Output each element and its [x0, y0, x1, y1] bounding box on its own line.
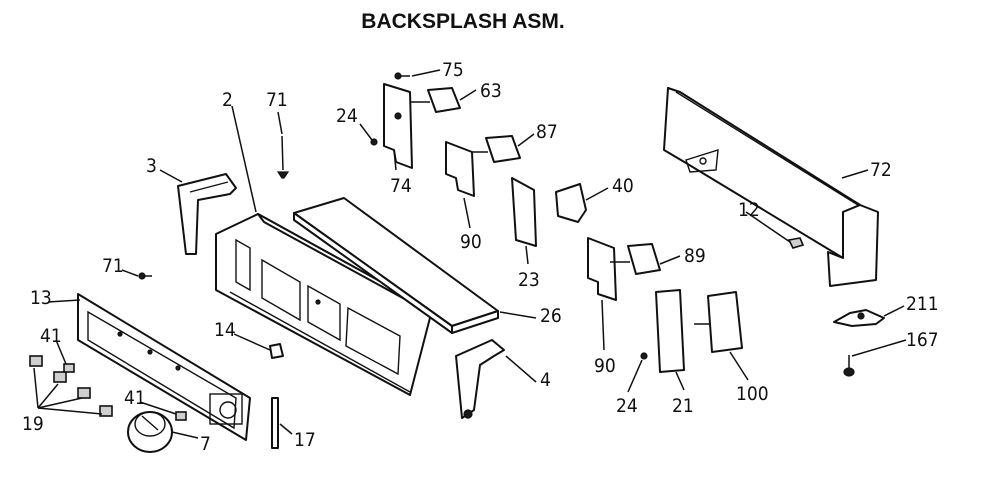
part-17-spring [271, 397, 279, 449]
part-2-backsplash-panel [215, 213, 433, 396]
part-24-screw-lower [640, 352, 648, 360]
callout-100: 100 [736, 383, 769, 405]
part-75-screw [394, 72, 410, 80]
callout-90-lower: 90 [594, 355, 616, 377]
callout-7: 7 [200, 433, 211, 455]
callout-24-upper: 24 [336, 105, 358, 127]
callout-14: 14 [214, 319, 236, 341]
callout-23: 23 [518, 269, 540, 291]
callout-40: 40 [612, 175, 634, 197]
part-72-backsplash-cover [663, 87, 879, 287]
part-167-screw [843, 355, 855, 377]
callout-labels: 75 63 71 2 24 87 74 3 40 72 90 12 23 89 … [22, 59, 939, 455]
part-14-switch [269, 343, 284, 359]
callout-63: 63 [480, 80, 502, 102]
callout-4: 4 [540, 369, 551, 391]
part-90-bracket-lower [587, 237, 617, 301]
callout-87: 87 [536, 121, 558, 143]
part-90-bracket-upper [445, 141, 475, 197]
part-211-bracket [833, 309, 885, 327]
callout-21: 21 [672, 395, 694, 417]
part-24-screw-upper [370, 138, 378, 146]
callout-89: 89 [684, 245, 706, 267]
callout-41-upper: 41 [40, 325, 62, 347]
callout-2: 2 [222, 89, 233, 111]
part-89-switch [610, 243, 661, 275]
callout-17: 17 [294, 429, 316, 451]
callout-26: 26 [540, 305, 562, 327]
part-13-control-panel [77, 293, 251, 441]
part-41-button-lower [175, 411, 187, 421]
part-3-end-bracket-left [177, 173, 237, 255]
callout-75: 75 [442, 59, 464, 81]
callout-211: 211 [906, 293, 939, 315]
callout-19: 19 [22, 413, 44, 435]
part-4-end-bracket-right [455, 339, 505, 419]
part-63-switch [410, 87, 461, 113]
callout-leaders [33, 69, 907, 439]
callout-71-lower: 71 [102, 255, 124, 277]
part-71-screw-upper [276, 135, 290, 179]
diagram-title: BACKSPLASH ASM. [361, 10, 564, 33]
part-21-timer-plate [655, 289, 685, 373]
callout-72: 72 [870, 159, 892, 181]
callout-3: 3 [146, 155, 157, 177]
callout-90-upper: 90 [460, 231, 482, 253]
part-87-switch [466, 135, 521, 163]
part-40-relay [555, 183, 587, 223]
callout-12: 12 [738, 199, 760, 221]
callout-24-lower: 24 [616, 395, 638, 417]
callout-41-lower: 41 [124, 387, 146, 409]
part-41-button-upper [63, 363, 75, 373]
part-19-button-group [29, 355, 113, 417]
part-23-plate [511, 177, 537, 247]
callout-71-upper: 71 [266, 89, 288, 111]
callout-74: 74 [390, 175, 412, 197]
callout-167: 167 [906, 329, 939, 351]
part-100-timer-motor [694, 291, 743, 353]
callout-13: 13 [30, 287, 52, 309]
part-7-knob [127, 411, 173, 453]
part-71-screw-lower [138, 272, 152, 280]
part-12-clip [787, 237, 805, 249]
part-74-bracket [383, 83, 413, 169]
part-26-top-rail [293, 197, 499, 334]
